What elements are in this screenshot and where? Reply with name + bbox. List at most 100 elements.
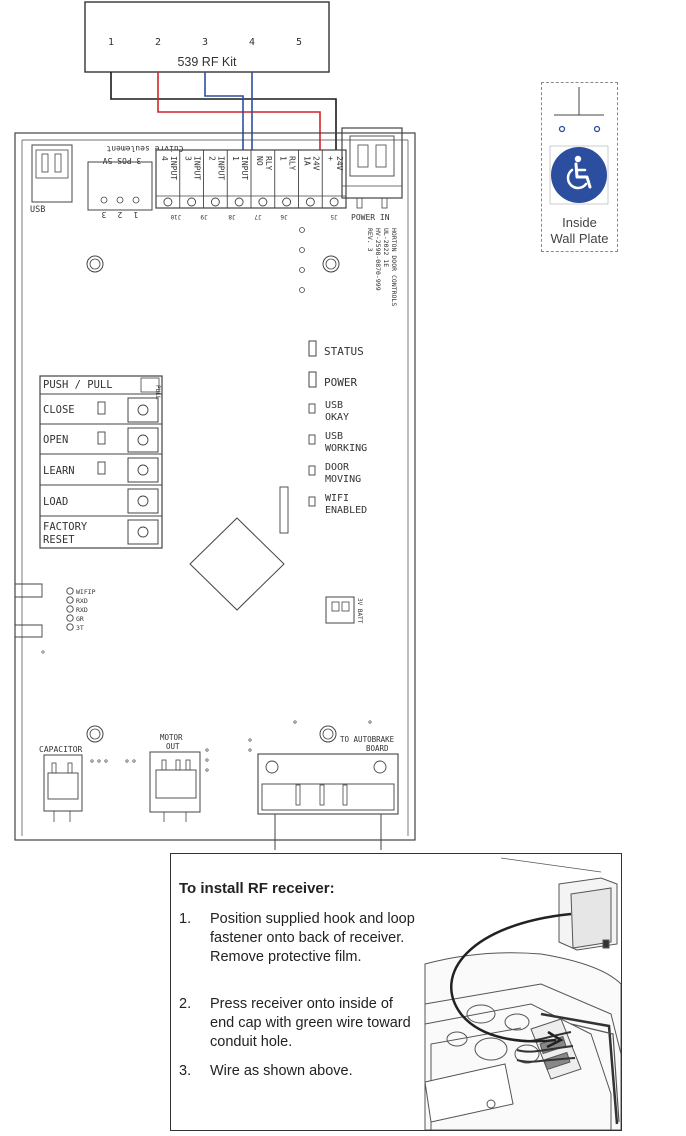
blue-wire-a xyxy=(204,72,244,150)
install-arrow xyxy=(450,912,572,1043)
terminal-screw xyxy=(329,197,339,207)
rf-kit-box xyxy=(84,1,330,73)
led-label-line2: ENABLED xyxy=(325,505,367,516)
button-labels: PUSH / PULLCLOSEOPENLEARNLOADFACTORYRESE… xyxy=(43,379,113,546)
board-info-line: HV-2598-0870-999 xyxy=(374,228,382,291)
led-label-line2: OKAY xyxy=(325,412,349,423)
instructions-title: To install RF receiver: xyxy=(179,880,335,897)
step-1-text: Position supplied hook and loop fastener… xyxy=(210,911,415,965)
button-label: LOAD xyxy=(43,496,68,508)
terminal-label: RLY xyxy=(288,156,297,171)
jumper-label: J9 xyxy=(200,213,208,220)
pos-label: 3 POS 5V xyxy=(103,156,142,165)
header-pin-label: 3T xyxy=(76,624,84,632)
led-label-line1: USB xyxy=(325,400,343,411)
terminal-label: 2 xyxy=(207,156,216,161)
wall-plate-screw xyxy=(558,125,566,133)
board-info-line: REV. 3 xyxy=(366,228,374,252)
usb-port xyxy=(31,144,73,203)
button-label: CLOSE xyxy=(43,404,75,416)
terminal-label: INPUT xyxy=(216,156,225,180)
black-wire xyxy=(110,72,337,150)
cuivre-label: Cuivre seulement xyxy=(106,144,183,153)
receiver-antenna xyxy=(500,857,602,873)
mount-hole xyxy=(319,725,337,743)
terminal-label: INPUT xyxy=(169,156,178,180)
rf-terminal-5: 5 xyxy=(296,37,302,48)
wall-plate-screw xyxy=(593,125,601,133)
processor-chip xyxy=(189,517,285,611)
red-wire xyxy=(157,72,321,150)
step-2-text: Press receiver onto inside of end cap wi… xyxy=(210,996,411,1050)
led-label-line1: WIFI xyxy=(325,493,349,504)
battery-label: 3V BATT xyxy=(356,598,363,624)
pull-label: PULL xyxy=(154,385,161,400)
board-outline xyxy=(14,132,416,841)
wall-plate-label-line2: Wall Plate xyxy=(550,231,609,246)
three-pos-connector xyxy=(87,161,153,211)
terminal-screw xyxy=(282,197,292,207)
power-in-connector xyxy=(341,127,403,199)
autobrake-label-line2: BOARD xyxy=(366,744,389,753)
step-1-number: 1. xyxy=(179,911,192,927)
autobrake-connector xyxy=(257,753,399,850)
terminal-label: 1A xyxy=(302,156,311,166)
wall-plate-graphics xyxy=(549,87,609,205)
led-label: POWER xyxy=(324,376,357,389)
terminal-label: 1 xyxy=(279,156,288,161)
terminal-label: 24V xyxy=(335,156,344,171)
jumper-label: J6 xyxy=(280,213,288,220)
inside-wall-plate: Inside Wall Plate xyxy=(541,82,618,252)
terminal-label: INPUT xyxy=(240,156,249,180)
button-label-line1: FACTORY xyxy=(43,521,88,533)
control-board xyxy=(14,127,416,850)
jumper-label: J5 xyxy=(330,213,338,220)
pos-number: 2 xyxy=(117,210,122,219)
header-pin-label: GR xyxy=(76,615,84,623)
terminal-label: 1 xyxy=(231,156,240,161)
header-pin-label: RXD xyxy=(76,606,88,614)
terminal-label: 24V xyxy=(311,156,320,171)
rf-kit-label: 539 RF Kit xyxy=(177,55,237,69)
capacitor-label: CAPACITOR xyxy=(39,745,83,754)
mount-hole xyxy=(322,255,340,273)
usb-label: USB xyxy=(30,205,45,215)
rf-terminal-1: 1 xyxy=(108,37,114,48)
pos-number: 1 xyxy=(133,210,138,219)
board-info-line: HORTON DOOR CONTROLS xyxy=(390,228,398,306)
power-in-label: POWER IN xyxy=(351,213,390,222)
header-pin-label: WIFIP xyxy=(76,588,96,596)
jumper-label: J7 xyxy=(254,213,262,220)
battery-holder xyxy=(325,596,355,624)
jumper-label: J10 xyxy=(170,213,181,220)
rf-terminal-4: 4 xyxy=(249,37,255,48)
terminal-screw xyxy=(258,197,268,207)
wheelchair-icon xyxy=(549,145,609,205)
header-pin-label: RXD xyxy=(76,597,88,605)
terminal-label: + xyxy=(326,156,335,161)
button-label: PUSH / PULL xyxy=(43,379,113,391)
terminal-label: INPUT xyxy=(193,156,202,180)
capacitor-connector xyxy=(43,754,83,822)
autobrake-label-line1: TO AUTOBRAKE xyxy=(340,735,395,744)
led-label-line2: WORKING xyxy=(325,443,367,454)
terminal-screw xyxy=(234,197,244,207)
step-3-number: 3. xyxy=(179,1063,192,1079)
button-panel xyxy=(39,375,163,549)
terminal-label: 4 xyxy=(160,156,169,161)
button-label-line2: RESET xyxy=(43,534,75,546)
header-pins xyxy=(66,587,74,631)
terminal-screw xyxy=(187,197,197,207)
slot-component xyxy=(279,486,289,534)
terminal-label: 3 xyxy=(184,156,193,161)
button-label: OPEN xyxy=(43,434,68,446)
board-info-line: UL-2022 1E xyxy=(382,228,390,267)
wall-plate-label-line1: Inside xyxy=(562,215,597,230)
